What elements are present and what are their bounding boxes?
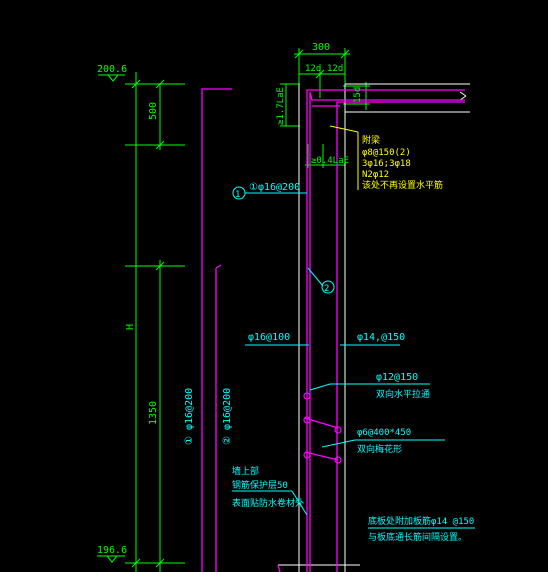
bar1-top-label: ①φ16@200 (249, 182, 300, 193)
beam-note-line-3: 3φ16;3φ18 (362, 159, 411, 169)
dim-500-label: 500 (148, 102, 159, 120)
bottom-note-line-1: 底板处附加板筋φ14 @150 (368, 515, 474, 527)
bar-marker-1-icon (232, 186, 246, 200)
beam-note-line-4: N2φ12 (362, 170, 389, 180)
dim-300-label: 300 (312, 42, 330, 53)
left-dimension-lines (97, 72, 185, 572)
elevation-bottom-label: 196.6 (97, 545, 127, 556)
beam-note-line-2: φ8@150(2) (362, 148, 411, 158)
note-leader (329, 125, 359, 190)
horizontal-bar-note: 双向水平拉通 (376, 388, 430, 400)
tie-dots (303, 392, 342, 464)
elevation-top-label: 200.6 (97, 64, 127, 75)
left-note-line-2: 钢筋保护层50 (232, 479, 288, 491)
beam-note-line-1: 附梁 (362, 134, 380, 146)
dim-12d-right-label: 12d (327, 64, 343, 74)
left-note-line-1: 墙上部 (232, 465, 259, 477)
ties-label: φ6@400*450 (357, 428, 411, 438)
beam-note-line-5: 该处不再设置水平筋 (362, 179, 443, 191)
top-dimension-lines (280, 48, 370, 168)
right-mid-bar-label: φ14,@150 (357, 332, 405, 343)
dim-12d-left-label: 12d (305, 64, 321, 74)
bottom-note-line-2: 与板底通长筋间隔设置。 (368, 531, 467, 543)
horizontal-bar-label: φ12@150 (376, 372, 418, 383)
vertical-bar-1-label: ① φ16@200 (184, 388, 195, 445)
concrete-outline (278, 83, 470, 572)
dim-1350-label: 1350 (148, 401, 159, 425)
marker-2-text: 2 (324, 284, 329, 294)
rebar-lines (201, 88, 465, 572)
marker-1-text: 1 (235, 190, 240, 200)
vertical-bar-2-label: ② φ16@200 (222, 388, 233, 445)
dim-15d-label: 15d (353, 87, 363, 103)
lae-mid-label: ≥0.4LaE (311, 156, 349, 166)
dim-H-label: H (125, 324, 136, 330)
lae-top-label: ≥1.7LaE (276, 87, 286, 125)
leader-lines (232, 192, 475, 529)
bar-marker-2-icon (321, 280, 335, 294)
left-mid-bar-label: φ16@100 (248, 332, 290, 343)
left-note-line-3: 表面贴防水卷材外 (232, 497, 304, 509)
ties-note: 双向梅花形 (357, 443, 402, 455)
